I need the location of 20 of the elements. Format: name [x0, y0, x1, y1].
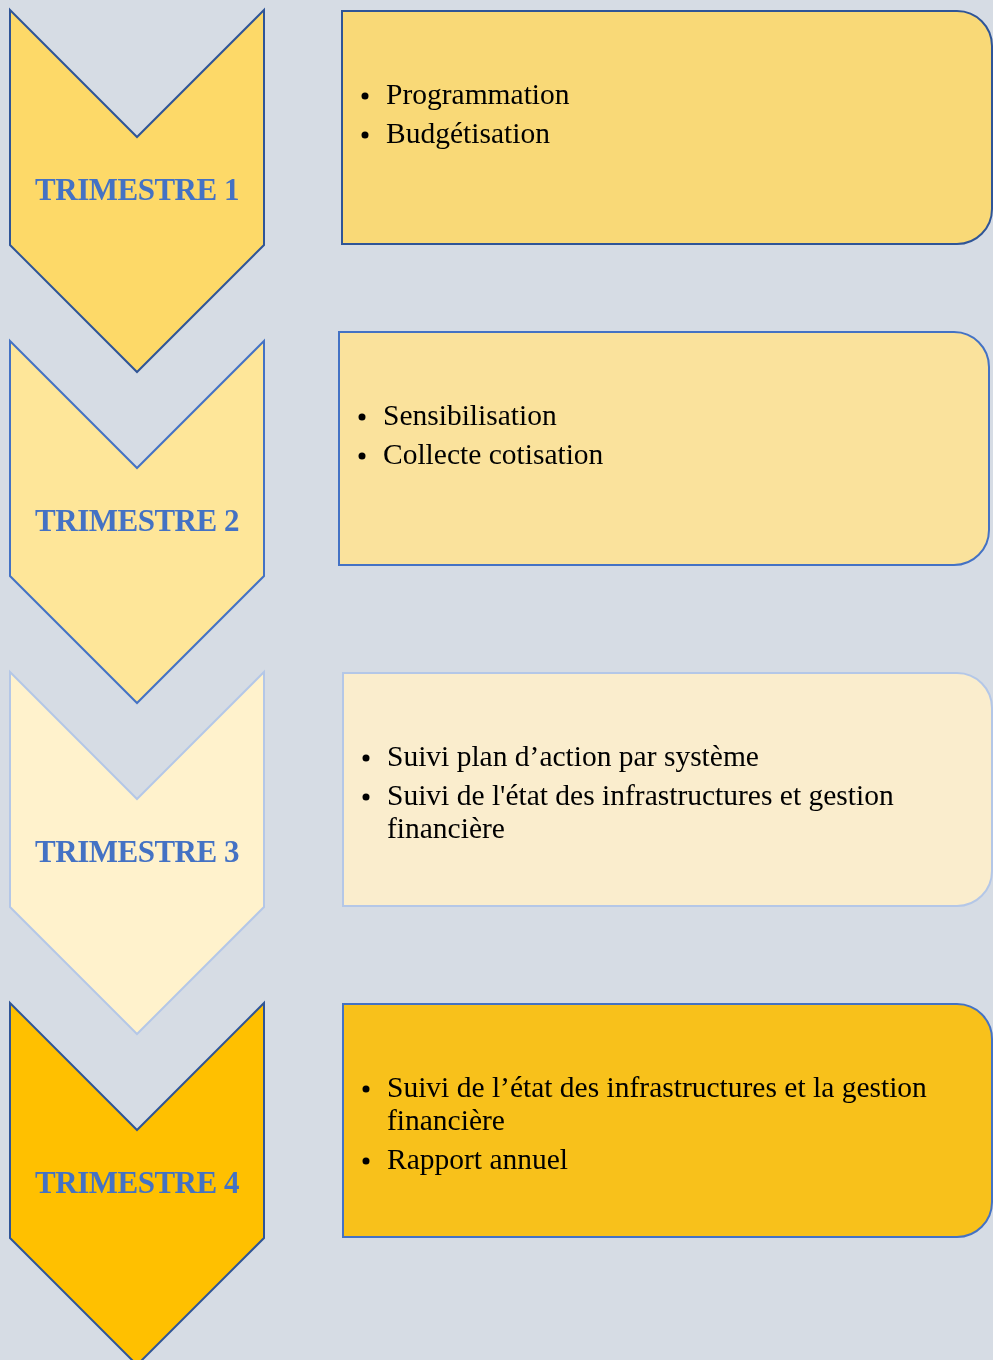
step-label: TRIMESTRE 1: [34, 172, 240, 208]
chevron-step-shape: [10, 10, 264, 372]
step-label: TRIMESTRE 3: [34, 834, 240, 870]
task-box: [341, 10, 993, 245]
bullet-text: Sensibilisation: [383, 399, 557, 431]
bullet-text: Suivi plan d’action par système: [387, 740, 759, 772]
chevron-step-shape: [10, 341, 264, 703]
bullet-text: Suivi de l’état des infrastructures et la gestion financière: [387, 1071, 927, 1136]
bullet-text: Budgétisation: [386, 117, 550, 149]
step-label: TRIMESTRE 4: [34, 1165, 240, 1201]
task-box: [342, 672, 993, 907]
step-label: TRIMESTRE 2: [34, 503, 240, 539]
chevron-step-shape: [10, 1003, 264, 1360]
bullet-text: Programmation: [386, 78, 570, 110]
bullet-text: Suivi de l'état des infrastructures et gestion financière: [387, 779, 894, 844]
bullet-text: Rapport annuel: [387, 1143, 569, 1175]
chevron-step-shape: [10, 672, 264, 1034]
bullet-text: Collecte cotisation: [383, 438, 604, 470]
task-box: [338, 331, 990, 566]
task-box: [342, 1003, 993, 1238]
